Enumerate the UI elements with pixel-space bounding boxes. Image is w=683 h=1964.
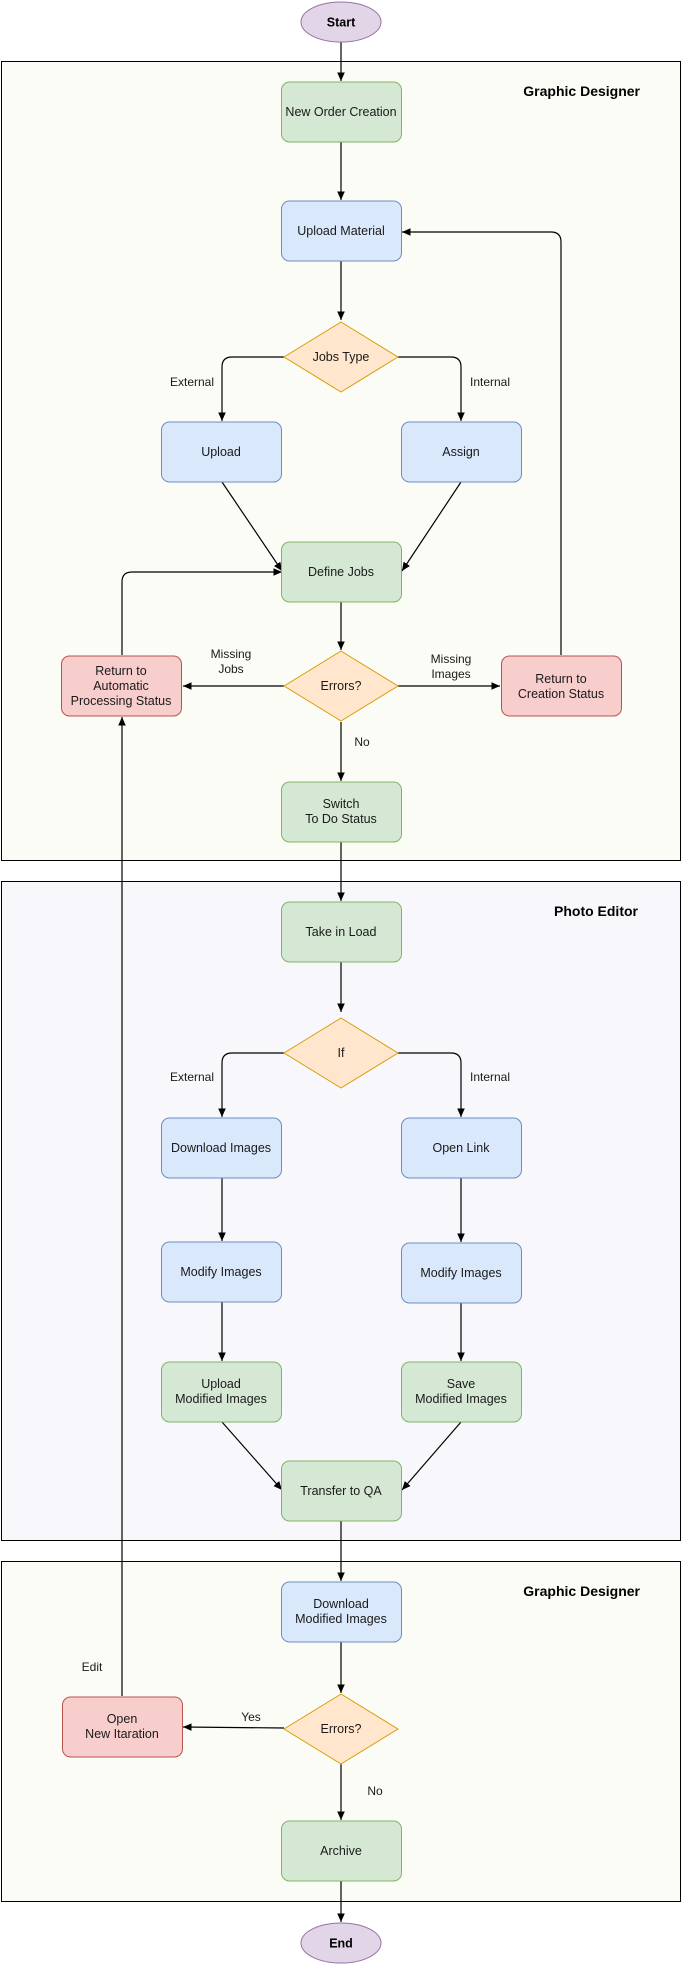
node-take-in-load: Take in Load	[281, 901, 402, 963]
edge-labels: External Internal Missing Jobs Missing I…	[82, 375, 510, 1798]
edge-return-auto-definejobs	[121, 568, 282, 655]
node-download-modified-line2: Modified Images	[295, 1612, 387, 1626]
lane-title-designer-top: Graphic Designer	[523, 83, 640, 99]
node-end: End	[300, 1922, 382, 1964]
label-missing-images-line1: Missing	[431, 652, 472, 666]
label-missing-images-line2: Images	[431, 667, 470, 681]
node-errors-2: Errors?	[283, 1693, 399, 1765]
node-assign: Assign	[401, 421, 522, 483]
node-errors-1-label: Errors?	[321, 679, 362, 693]
node-save-modified-images: Save Modified Images	[401, 1361, 522, 1423]
node-return-creation-line2: Creation Status	[518, 687, 604, 701]
edge-save-modified-transfer	[401, 1421, 462, 1491]
label-edit: Edit	[82, 1660, 103, 1674]
node-jobs-type-label: Jobs Type	[313, 350, 370, 364]
edge-upload-modified-transfer	[221, 1421, 283, 1491]
label-missing-jobs-line2: Jobs	[218, 662, 243, 676]
node-define-jobs: Define Jobs	[281, 541, 402, 603]
node-return-auto-line3: Processing Status	[71, 694, 172, 708]
node-modify-images-right: Modify Images	[401, 1242, 522, 1304]
edge-errors-open-iteration	[182, 1723, 285, 1731]
edge-upload-definejobs	[221, 481, 283, 572]
node-errors-1: Errors?	[283, 650, 399, 722]
node-return-auto-line1: Return to	[95, 664, 146, 678]
node-upload-label: Upload	[201, 445, 241, 459]
node-switch-todo: Switch To Do Status	[281, 781, 402, 843]
label-internal-1: Internal	[470, 375, 510, 389]
node-take-in-load-label: Take in Load	[306, 925, 377, 939]
node-new-order-creation: New Order Creation	[281, 81, 402, 143]
edge-if-download	[218, 1052, 284, 1117]
edge-if-openlink	[398, 1052, 465, 1117]
label-no-2: No	[367, 1784, 383, 1798]
node-switch-line1: Switch	[323, 797, 360, 811]
edge-jobstype-upload	[218, 356, 284, 421]
node-jobs-type: Jobs Type	[283, 321, 399, 393]
label-no-1: No	[354, 735, 370, 749]
node-download-modified-images: Download Modified Images	[281, 1581, 402, 1643]
node-start: Start	[300, 1, 382, 43]
node-transfer-to-qa: Transfer to QA	[281, 1460, 402, 1522]
node-archive-label: Archive	[320, 1844, 362, 1858]
label-missing-jobs-line1: Missing	[211, 647, 252, 661]
edge-assign-definejobs	[401, 481, 462, 572]
label-external-2: External	[170, 1070, 214, 1084]
node-upload-modified-line1: Upload	[201, 1377, 241, 1391]
node-open-new-iteration: Open New Itaration	[62, 1696, 183, 1758]
node-open-link-label: Open Link	[433, 1141, 491, 1155]
node-return-creation-line1: Return to	[535, 672, 586, 686]
node-download-images: Download Images	[161, 1117, 282, 1179]
node-switch-line2: To Do Status	[305, 812, 377, 826]
node-if-label: If	[338, 1046, 345, 1060]
node-return-auto-line2: Automatic	[93, 679, 149, 693]
node-modify-left-label: Modify Images	[180, 1265, 261, 1279]
node-errors-2-label: Errors?	[321, 1722, 362, 1736]
node-upload-material: Upload Material	[281, 200, 402, 262]
label-yes: Yes	[241, 1710, 261, 1724]
node-upload-material-label: Upload Material	[297, 224, 385, 238]
node-return-automatic: Return to Automatic Processing Status	[61, 655, 182, 717]
node-save-modified-line1: Save	[447, 1377, 476, 1391]
lane-title-designer-bottom: Graphic Designer	[523, 1583, 640, 1599]
edges	[118, 42, 562, 1922]
node-define-jobs-label: Define Jobs	[308, 565, 374, 579]
node-open-link: Open Link	[401, 1117, 522, 1179]
edge-return-creation-upload-material	[402, 228, 562, 655]
node-start-label: Start	[327, 16, 356, 30]
node-end-label: End	[329, 1937, 353, 1951]
node-upload-modified-line2: Modified Images	[175, 1392, 267, 1406]
label-internal-2: Internal	[470, 1070, 510, 1084]
label-external-1: External	[170, 375, 214, 389]
node-open-iteration-line2: New Itaration	[85, 1727, 159, 1741]
node-modify-images-left: Modify Images	[161, 1241, 282, 1303]
edge-jobstype-assign	[398, 356, 465, 421]
node-save-modified-line2: Modified Images	[415, 1392, 507, 1406]
node-open-iteration-line1: Open	[107, 1712, 138, 1726]
node-new-order-label: New Order Creation	[285, 105, 396, 119]
node-download-images-label: Download Images	[171, 1141, 271, 1155]
node-transfer-qa-label: Transfer to QA	[300, 1484, 382, 1498]
node-upload: Upload	[161, 421, 282, 483]
node-modify-right-label: Modify Images	[420, 1266, 501, 1280]
node-archive: Archive	[281, 1820, 402, 1882]
node-return-creation: Return to Creation Status	[501, 655, 622, 717]
lane-title-photo-editor: Photo Editor	[554, 903, 639, 919]
node-assign-label: Assign	[442, 445, 480, 459]
node-if: If	[283, 1017, 399, 1089]
node-download-modified-line1: Download	[313, 1597, 369, 1611]
node-upload-modified-images: Upload Modified Images	[161, 1361, 282, 1423]
